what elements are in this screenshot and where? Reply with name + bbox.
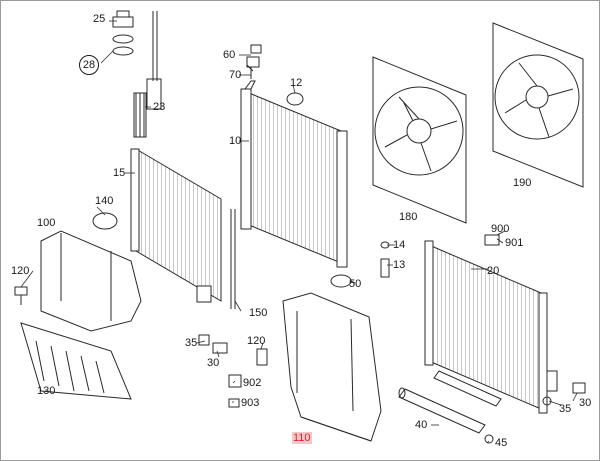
- callout-901: 901: [505, 237, 524, 249]
- callout-15: 15: [113, 167, 126, 179]
- callout-60: 60: [223, 49, 236, 61]
- callout-140: 140: [95, 195, 114, 207]
- callout-12: 12: [290, 77, 303, 89]
- lower-cover: [20, 322, 132, 400]
- callout-30-right: 30: [579, 397, 592, 409]
- callout-100: 100: [37, 217, 56, 229]
- air-guide-center: [282, 292, 382, 442]
- fan-shroud-180: [372, 56, 467, 224]
- callout-35-left: 35: [185, 337, 198, 349]
- callout-120-center: 120: [247, 335, 266, 347]
- callout-110-highlighted: 110: [292, 432, 312, 444]
- callout-180: 180: [399, 211, 418, 223]
- callout-14: 14: [393, 239, 406, 251]
- callout-190: 190: [513, 177, 532, 189]
- callout-120-left: 120: [11, 265, 30, 277]
- callout-28: 28: [79, 55, 99, 75]
- callout-50: 50: [349, 278, 362, 290]
- condenser-right: [424, 240, 558, 414]
- callout-150: 150: [249, 307, 268, 319]
- callout-25: 25: [93, 13, 106, 25]
- callout-130: 130: [37, 385, 56, 397]
- leader-lines: [20, 20, 578, 444]
- callout-903: 903: [241, 397, 260, 409]
- receiver-drier: [112, 10, 162, 138]
- callout-35-right: 35: [559, 403, 572, 415]
- callout-20: 20: [487, 265, 500, 277]
- callout-10: 10: [229, 135, 242, 147]
- radiator: [240, 44, 348, 268]
- callout-23: 23: [153, 101, 166, 113]
- callout-30-left: 30: [207, 357, 220, 369]
- callout-902: 902: [243, 377, 262, 389]
- callout-70: 70: [229, 69, 242, 81]
- callout-45: 45: [495, 437, 508, 449]
- callout-900: 900: [491, 223, 510, 235]
- drier-cylinder-40: [398, 370, 502, 434]
- callout-13: 13: [393, 259, 406, 271]
- condenser-left: [130, 148, 236, 309]
- fan-shroud-190: [492, 22, 584, 188]
- air-guide-left: [40, 230, 142, 332]
- callout-40: 40: [415, 419, 428, 431]
